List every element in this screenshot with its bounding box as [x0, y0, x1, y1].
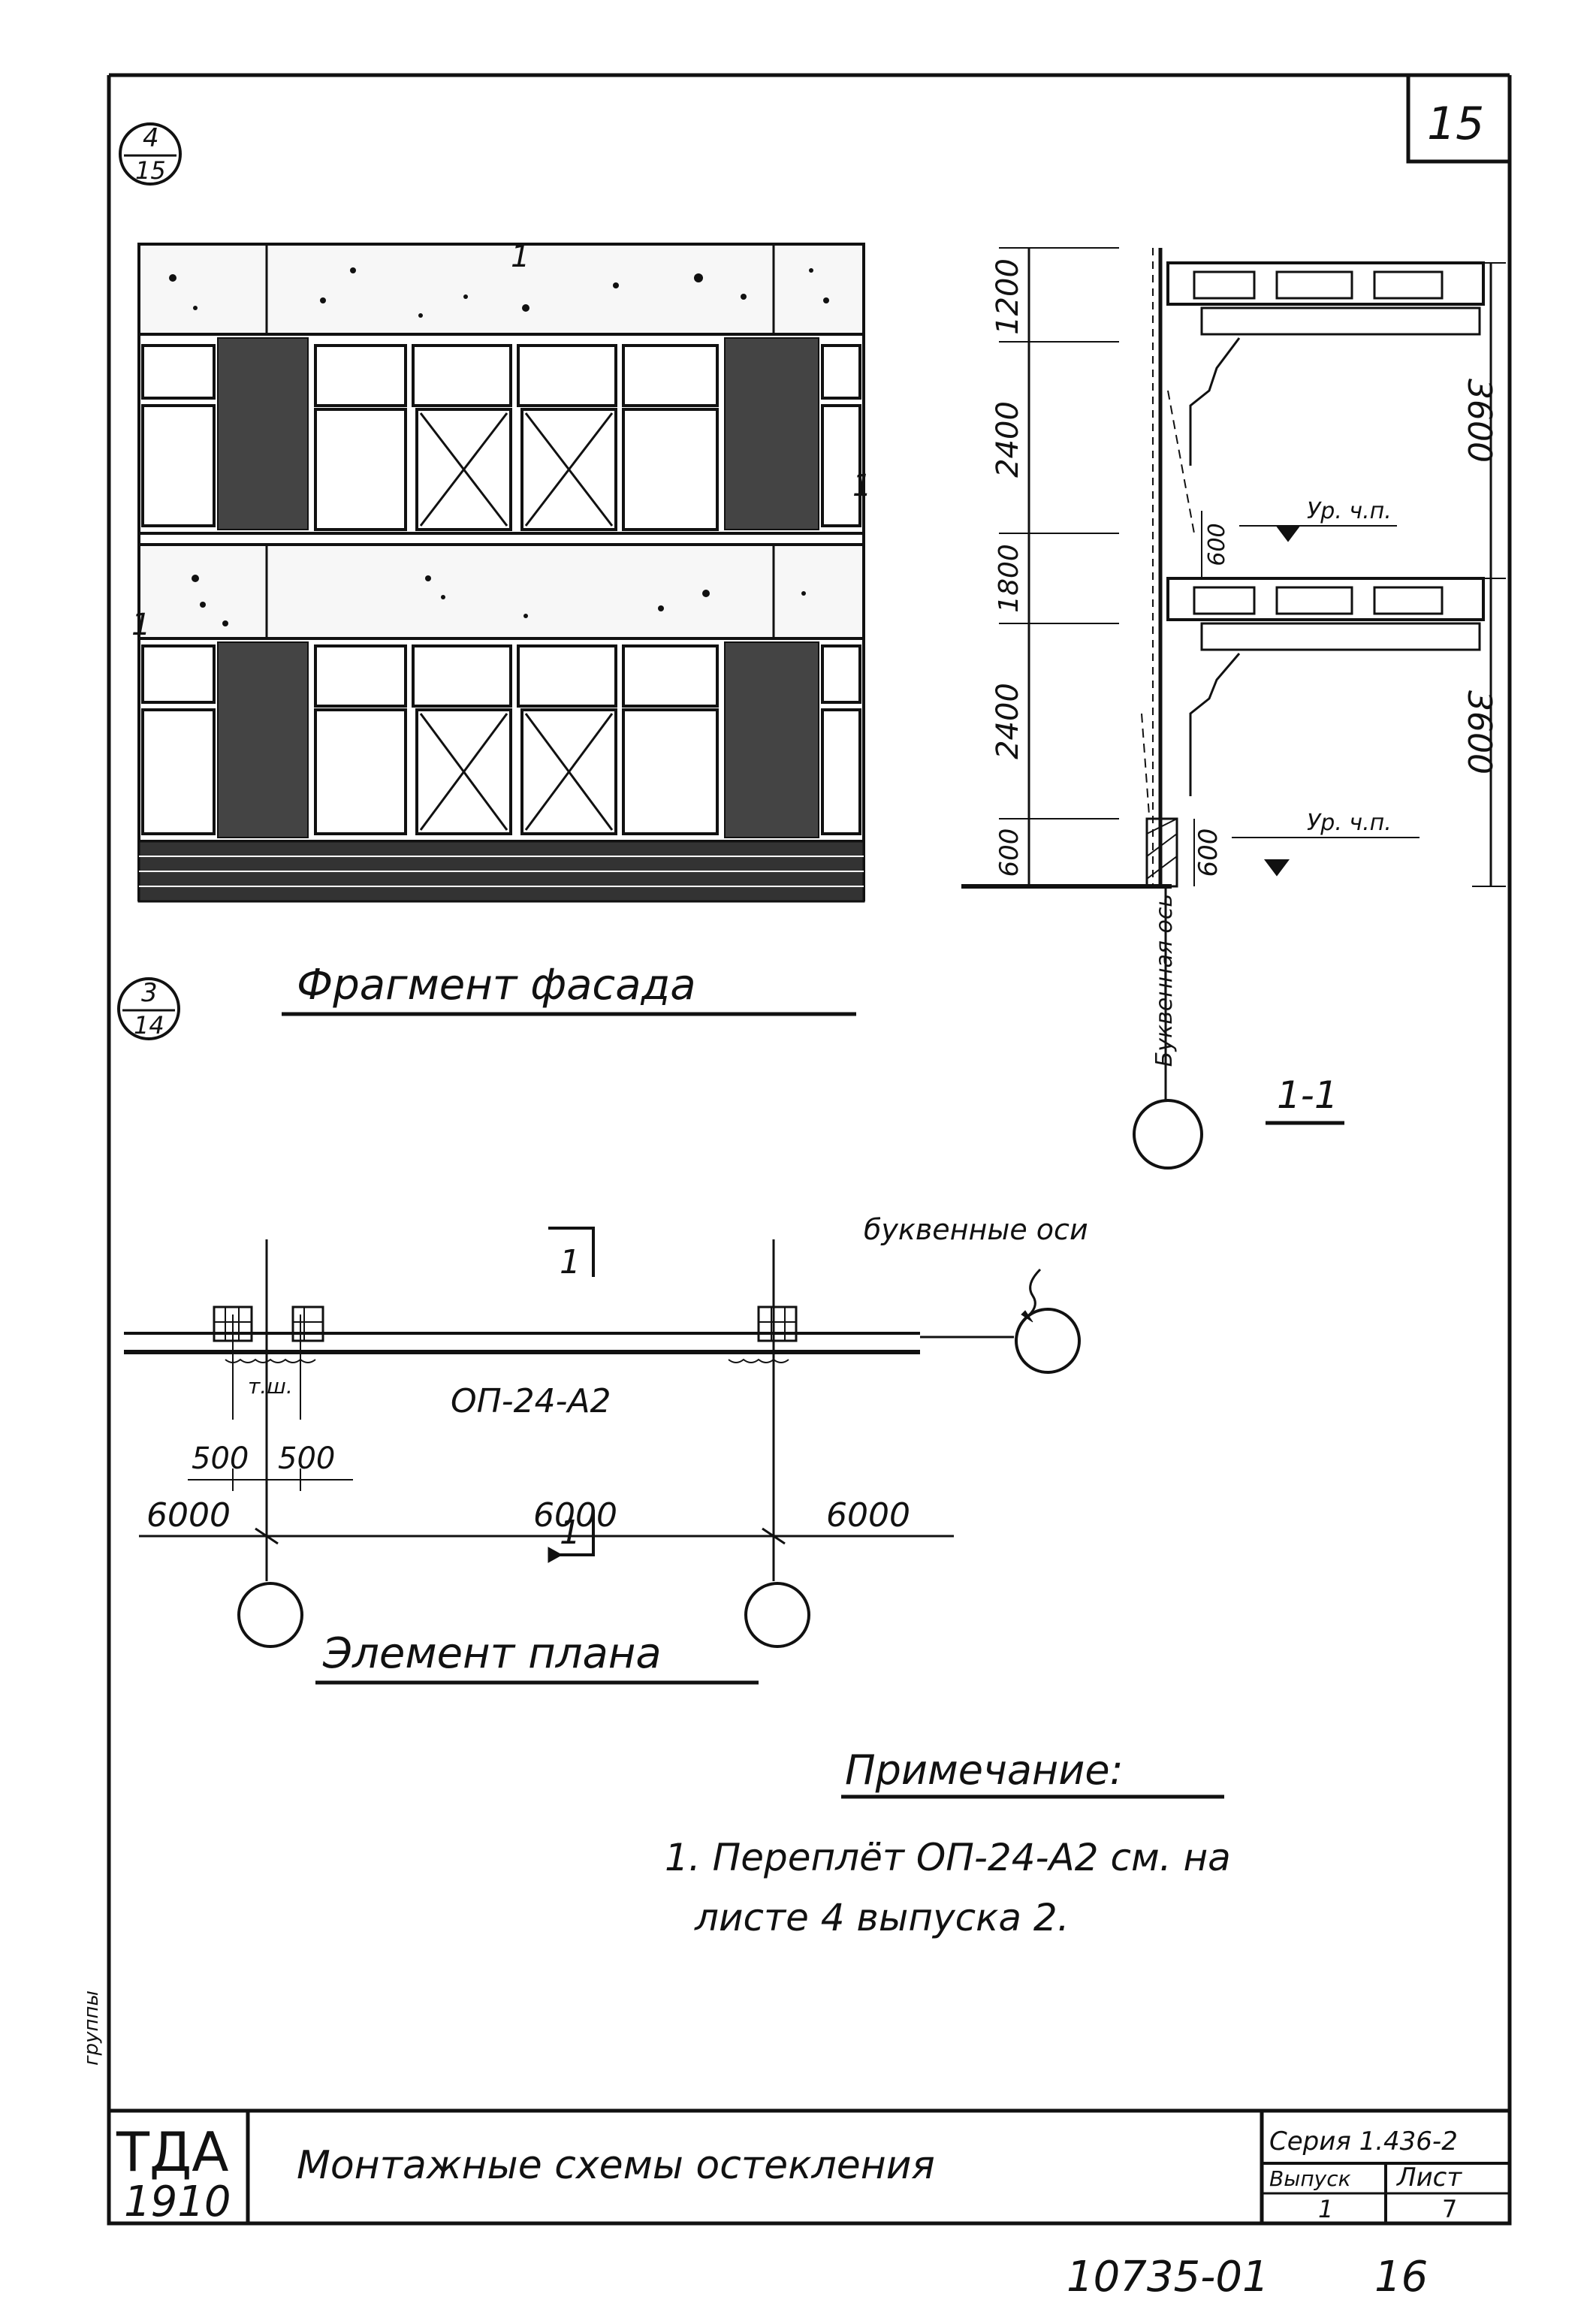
dim-600-lower-inner: 600	[1193, 829, 1223, 877]
vent-cross-lower	[419, 713, 614, 831]
dim-600-upper-inner: 600	[1204, 523, 1230, 566]
facade-mark-left: 1	[131, 608, 150, 642]
dim-1800: 1800	[994, 544, 1024, 613]
title-block-drawing-title: Монтажные схемы остекления	[297, 2143, 935, 2188]
margin-note: группы	[80, 1991, 103, 2066]
bottom-page-number: 16	[1374, 2253, 1428, 2301]
dim-1200-top: 1200	[991, 258, 1025, 335]
note-line-1: 1. Переплёт ОП-24-А2 см. на	[665, 1836, 1231, 1879]
callout-3-14-num: 3	[141, 978, 158, 1008]
note-line-2: листе 4 выпуска 2.	[694, 1896, 1070, 1939]
vent-cross-upper	[419, 412, 614, 527]
title-block-sheet-label: Лист	[1395, 2163, 1462, 2193]
dim-600-left: 600	[994, 829, 1024, 877]
title-block-org-num: 1910	[124, 2178, 231, 2226]
section-right-dims: 3600 3600 600 600	[1193, 379, 1498, 877]
window-panes-lower	[141, 644, 861, 835]
note-block: Примечание: 1. Переплёт ОП-24-А2 см. на …	[665, 1746, 1231, 1939]
plan-element-label: ОП-24-А2	[451, 1382, 611, 1420]
callout-4-15-den: 15	[135, 156, 166, 185]
plan-span-left: 6000	[146, 1496, 231, 1535]
note-heading: Примечание:	[845, 1746, 1124, 1794]
plan-cut-label-top: 1	[560, 1243, 581, 1281]
level-label-upper: Ур. ч.п.	[1307, 498, 1392, 524]
plan-dim-500-left: 500	[192, 1441, 249, 1476]
title-block-org: ТДА	[116, 2120, 228, 2184]
title-block-issue-value: 1	[1318, 2195, 1333, 2223]
section-left-dims: 1200 2400 1800 2400 600	[991, 258, 1025, 877]
plan-dim-500-right: 500	[278, 1441, 335, 1476]
level-label-lower: Ур. ч.п.	[1307, 810, 1392, 836]
plan-element	[124, 1227, 1081, 1648]
section-title: 1-1	[1277, 1073, 1338, 1117]
facade-mark-top: 1	[511, 240, 529, 274]
facade-mark-right: 1	[852, 469, 871, 503]
plan-title: Элемент плана	[322, 1629, 662, 1678]
callout-4-15: 4 15	[119, 122, 182, 186]
window-panes-upper	[141, 344, 861, 531]
plan-span-middle: 6000	[533, 1496, 617, 1535]
concrete-speckle-top	[169, 267, 829, 318]
callout-3-14-den: 14	[134, 1011, 164, 1040]
concrete-speckle-mid	[192, 575, 806, 626]
title-block-sheet-value: 7	[1442, 2195, 1457, 2223]
section-axis-label: Буквенная ось	[1151, 894, 1178, 1067]
sheet-number-box: 15	[1406, 75, 1510, 164]
facade-title: Фрагмент фасада	[297, 961, 696, 1010]
dim-2400-bottom: 2400	[991, 683, 1025, 759]
dim-2400-top: 2400	[991, 401, 1025, 478]
dim-3600-top: 3600	[1460, 379, 1498, 463]
plan-seam-label: т.ш.	[248, 1374, 293, 1399]
sheet-number: 15	[1427, 98, 1484, 150]
facade-fragment	[137, 243, 865, 903]
bottom-code: 10735-01	[1067, 2253, 1269, 2301]
title-block-issue-label: Выпуск	[1269, 2166, 1351, 2191]
section-1-1	[961, 247, 1506, 1170]
title-block	[107, 2108, 1512, 2226]
callout-3-14: 3 14	[117, 977, 180, 1040]
plan-letter-axes-label: буквенные оси	[864, 1213, 1088, 1246]
title-block-series: Серия 1.436-2	[1269, 2126, 1458, 2157]
callout-4-15-num: 4	[143, 123, 159, 153]
dim-3600-bottom: 3600	[1460, 690, 1498, 774]
plan-span-right: 6000	[826, 1496, 910, 1535]
plan-cut-label-bottom: 1	[560, 1514, 581, 1552]
